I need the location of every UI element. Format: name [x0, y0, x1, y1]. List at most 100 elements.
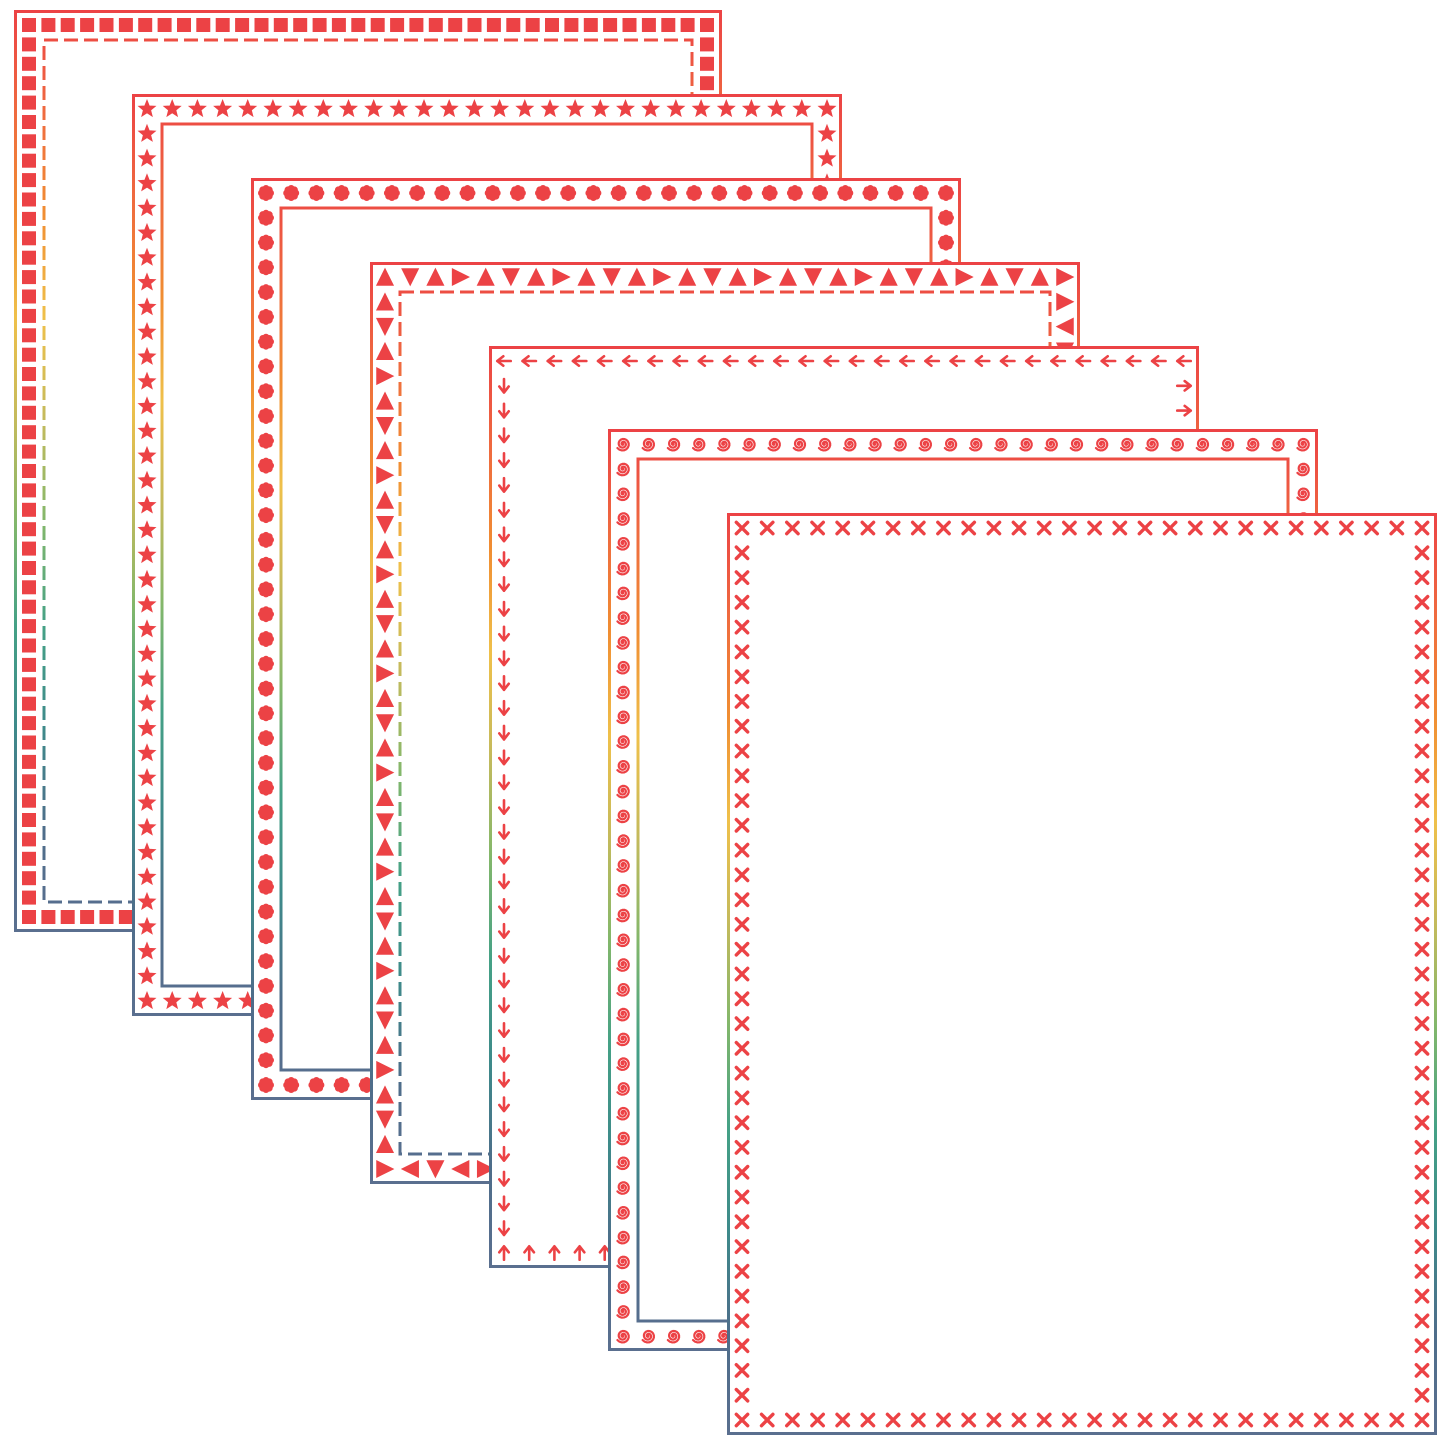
square-motif	[22, 541, 36, 556]
flower-motif	[635, 185, 652, 201]
cross-motif	[1414, 1288, 1430, 1304]
square-motif	[60, 18, 75, 32]
arrow-motif	[596, 354, 613, 368]
flower-motif	[409, 185, 426, 201]
flower-motif	[283, 1077, 300, 1093]
cross-motif	[1414, 842, 1430, 858]
cross-motif	[1137, 520, 1153, 536]
arrow-motif	[1100, 354, 1117, 368]
square-motif	[22, 754, 36, 769]
triangle-motif	[904, 268, 923, 287]
square-motif	[41, 910, 56, 924]
triangle-motif	[375, 292, 395, 311]
triangle-motif	[375, 1110, 395, 1129]
cross-motif	[734, 1363, 750, 1378]
cross-motif	[1036, 520, 1052, 536]
cross-motif	[1414, 644, 1430, 660]
triangle-motif	[879, 267, 898, 286]
square-motif	[22, 347, 36, 362]
star-motif	[137, 470, 157, 489]
cross-motif	[885, 1412, 901, 1428]
triangle-motif	[703, 268, 722, 287]
flower-motif	[258, 1002, 274, 1019]
flower-motif	[258, 185, 274, 201]
cross-motif	[1288, 520, 1304, 536]
cross-motif	[734, 941, 750, 957]
cross-motif	[1389, 520, 1405, 536]
arrow-motif	[873, 354, 890, 368]
spiral-motif	[616, 809, 630, 824]
spiral-motif	[616, 1280, 630, 1294]
star-motif	[515, 99, 535, 118]
flower-motif	[258, 259, 274, 276]
arrow-motif	[497, 377, 511, 394]
arrow-motif	[974, 354, 991, 368]
cross-motif	[1414, 1065, 1430, 1081]
spiral-motif	[616, 1255, 630, 1270]
spiral-motif	[616, 784, 630, 799]
square-motif	[22, 76, 36, 91]
cross-motif	[734, 718, 750, 734]
cross-motif	[1313, 520, 1329, 536]
arrow-motif	[497, 1170, 511, 1187]
square-motif	[525, 18, 540, 32]
square-motif	[22, 250, 36, 265]
triangle-motif	[375, 714, 395, 733]
triangle-motif	[955, 267, 974, 287]
spiral-motif	[817, 437, 832, 452]
star-motif	[187, 99, 207, 118]
square-motif	[22, 134, 36, 149]
spiral-motif	[893, 437, 907, 452]
spiral-motif	[616, 1131, 630, 1146]
spiral-motif	[616, 760, 630, 774]
arrow-motif	[497, 526, 511, 543]
arrow-motif	[1150, 354, 1167, 368]
square-motif	[22, 580, 36, 595]
star-motif	[263, 99, 283, 118]
cross-motif	[1414, 1363, 1430, 1378]
square-motif	[157, 18, 172, 32]
square-motif	[22, 308, 36, 323]
cross-motif	[910, 520, 926, 536]
cross-motif	[1087, 520, 1102, 536]
triangle-motif	[476, 267, 495, 286]
flower-motif	[661, 185, 677, 201]
triangle-motif	[451, 267, 470, 287]
cross-motif	[936, 520, 951, 536]
spiral-motif	[616, 611, 630, 625]
cross-motif	[1187, 520, 1203, 536]
cross-motif	[1238, 520, 1254, 536]
arrow-motif	[548, 1244, 561, 1262]
cross-motif	[1112, 1412, 1128, 1428]
flower-motif	[938, 185, 954, 201]
flower-motif	[761, 185, 778, 201]
cross-motif	[734, 644, 750, 660]
triangle-motif	[375, 267, 395, 286]
arrow-motif	[697, 354, 714, 368]
triangle-motif	[778, 267, 798, 286]
arrow-motif	[647, 354, 664, 368]
star-motif	[137, 644, 157, 663]
triangle-motif	[375, 516, 395, 535]
cross-motif	[1062, 520, 1077, 536]
spiral-motif	[616, 1156, 630, 1171]
square-motif	[80, 910, 95, 924]
square-motif	[22, 192, 36, 207]
spiral-motif	[616, 908, 630, 923]
triangle-motif	[678, 267, 697, 286]
spiral-motif	[616, 685, 630, 700]
triangle-motif	[375, 317, 395, 336]
cross-motif	[734, 1412, 750, 1428]
arrow-motif	[1125, 354, 1142, 368]
cross-motif	[1087, 1412, 1102, 1428]
spiral-motif	[1145, 437, 1159, 452]
arrow-motif	[497, 501, 511, 518]
star-motif	[137, 619, 157, 638]
triangle-motif	[426, 267, 445, 286]
flower-motif	[736, 185, 753, 201]
flower-motif	[258, 804, 274, 821]
cross-motif	[1162, 520, 1178, 536]
arrow-motif	[722, 354, 739, 368]
star-motif	[364, 99, 384, 118]
